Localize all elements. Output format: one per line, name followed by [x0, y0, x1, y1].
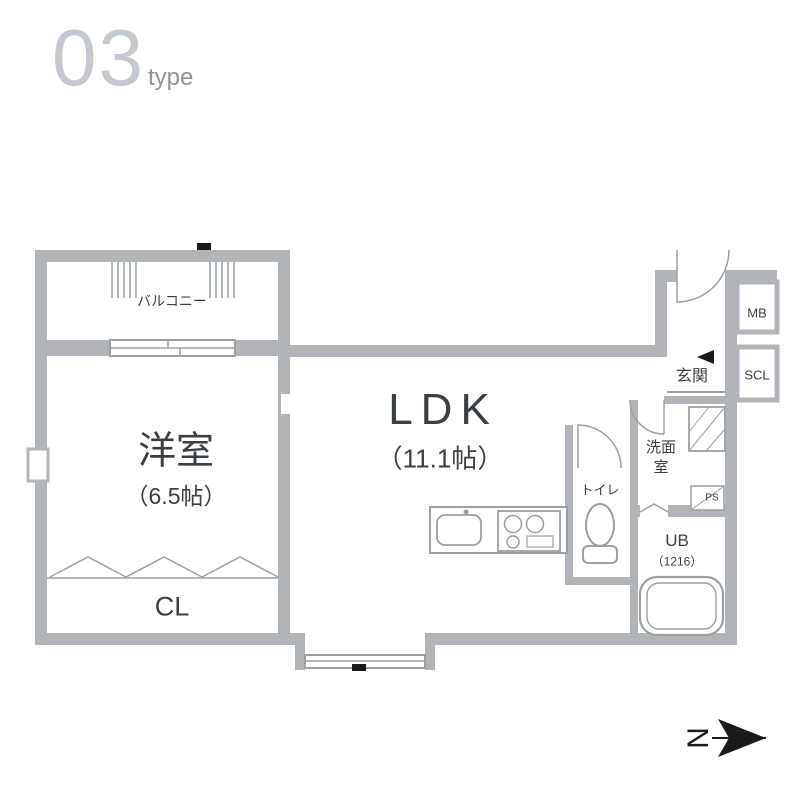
door-swing-icons — [577, 249, 730, 513]
ldk-label: LDK — [388, 385, 498, 434]
pipe-space-label: PS — [705, 492, 719, 504]
entrance-label: 玄関 — [675, 368, 709, 385]
bedroom-window-icon — [109, 339, 236, 357]
toilet-label: トイレ — [580, 482, 620, 498]
wall-segment — [295, 633, 305, 670]
vent-marks — [197, 243, 366, 671]
meter-box-outline — [734, 279, 780, 335]
wall-pillar-box — [26, 447, 50, 483]
compass-north-icon: N — [681, 719, 766, 757]
wall-segment — [655, 270, 677, 282]
wall-segment — [235, 340, 278, 356]
bath-size-label: （1216） — [651, 554, 703, 569]
bedroom-label: 洋室 — [137, 430, 215, 473]
wall-segments — [35, 250, 777, 670]
shoe-closet-outline — [734, 344, 780, 403]
plan-type-suffix: type — [147, 64, 194, 91]
bath-folding-door-icon — [639, 503, 669, 513]
entrance-direction-icon — [697, 350, 714, 364]
wall-segment — [664, 396, 725, 404]
bath-label: UB — [665, 531, 689, 550]
wall-segment — [47, 340, 110, 356]
shoe-closet-label: SCL — [744, 367, 770, 383]
wall-segment — [565, 577, 638, 585]
wall-segment — [630, 505, 640, 517]
kitchen-sink-icon — [436, 514, 482, 546]
balcony-partition-icon — [111, 262, 235, 298]
vent-mark — [352, 664, 366, 671]
wall-segment — [726, 270, 777, 282]
closet-door-icon — [47, 556, 279, 579]
meter-box-label: MB — [747, 305, 767, 321]
wall-segment — [35, 250, 290, 262]
kitchen-counter-icon — [429, 506, 568, 554]
bathtub-icon — [638, 575, 725, 637]
pipe-space-box — [690, 485, 725, 511]
balcony-label: バルコニー — [137, 293, 207, 309]
vent-mark — [197, 243, 211, 250]
faucet-icon — [463, 509, 469, 515]
wall-segment — [278, 345, 667, 357]
wall-segment — [278, 250, 290, 645]
toilet-door-swing-icon — [577, 424, 622, 469]
wall-segment — [35, 633, 300, 645]
wall-segment — [655, 270, 667, 357]
toilet-icon — [582, 503, 618, 564]
washroom-label: 洗面室 — [645, 438, 676, 476]
washroom-door-swing-icon — [629, 399, 665, 435]
wall-segment — [725, 270, 737, 645]
wall-segment — [425, 633, 435, 670]
plan-title: 03 type — [52, 18, 193, 98]
closet-label: CL — [154, 591, 190, 622]
compass-label: N — [681, 727, 714, 749]
wall-segment — [630, 400, 638, 645]
ldk-size-label: （11.1帖） — [376, 443, 504, 474]
bedroom-size-label: （6.5帖） — [125, 483, 227, 509]
plan-type-number: 03 — [52, 13, 145, 102]
wall-notch — [281, 394, 290, 414]
wall-segment — [565, 425, 573, 585]
washing-machine-pan-icon — [688, 406, 726, 452]
entrance-door-swing-icon — [676, 249, 730, 303]
